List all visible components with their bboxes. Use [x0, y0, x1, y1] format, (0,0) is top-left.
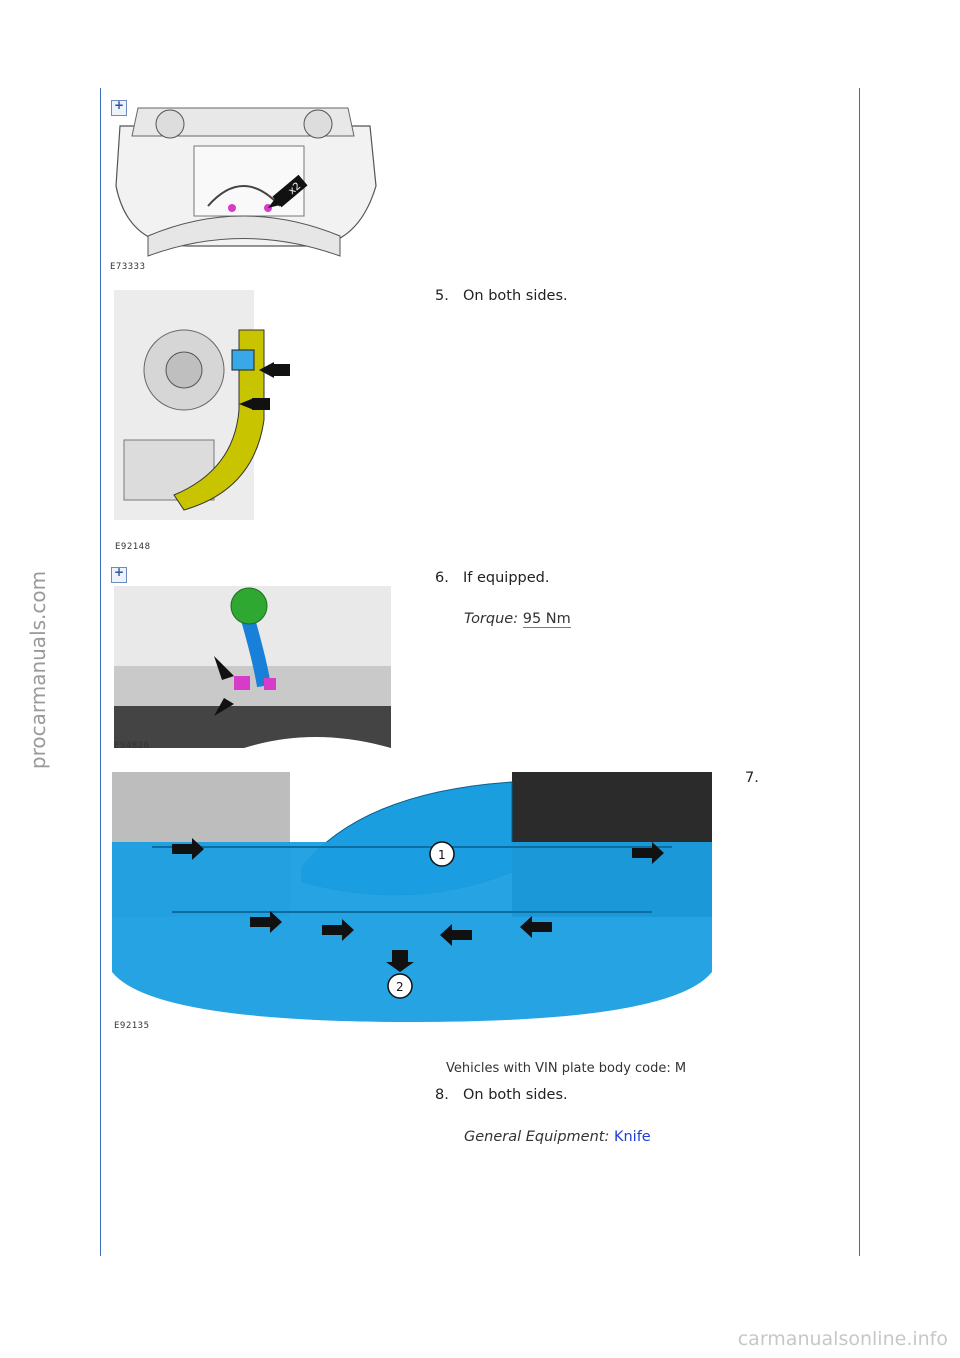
figure-rear-bumper: 1 2 [112, 772, 712, 1027]
step-number: 7. [745, 770, 759, 786]
step-5: 5. On both sides. [435, 288, 568, 304]
general-equipment: General Equipment: Knife [464, 1129, 651, 1145]
equipment-label: General Equipment: [464, 1129, 610, 1145]
step-text: If equipped. [463, 570, 550, 586]
figure-tow-hitch [114, 566, 391, 748]
figure-caption: Vehicles with VIN plate body code: M [446, 1061, 687, 1076]
figure-code: E92135 [114, 1021, 150, 1031]
bottom-watermark: carmanualsonline.info [737, 1328, 948, 1350]
side-watermark: procarmanuals.com [26, 570, 50, 770]
step-6: 6. If equipped. [435, 570, 549, 586]
figure-rear-wheel-arch [114, 290, 290, 522]
figure-code: E94826 [114, 741, 150, 751]
figure-code: E92148 [115, 542, 151, 552]
torque-spec: Torque: 95 Nm [464, 611, 571, 628]
right-margin-rule [859, 88, 860, 1256]
step-8: 8. On both sides. [435, 1087, 568, 1103]
svg-text:2: 2 [396, 980, 404, 994]
svg-text:1: 1 [438, 848, 446, 862]
zoom-plus-icon[interactable] [111, 98, 127, 116]
torque-value[interactable]: 95 Nm [522, 611, 571, 628]
zoom-plus-icon[interactable] [111, 565, 127, 583]
step-number: 5. [435, 288, 449, 304]
left-margin-rule [100, 88, 101, 1256]
figure-rear-subframe: x2 [108, 96, 380, 268]
step-number: 8. [435, 1087, 449, 1103]
step-number: 6. [435, 570, 449, 586]
step-text: On both sides. [463, 1087, 568, 1103]
step-7: 7. [745, 770, 773, 786]
step-text: On both sides. [463, 288, 568, 304]
torque-label: Torque: [464, 611, 519, 627]
equipment-link[interactable]: Knife [613, 1129, 651, 1145]
figure-code: E73333 [110, 262, 146, 272]
